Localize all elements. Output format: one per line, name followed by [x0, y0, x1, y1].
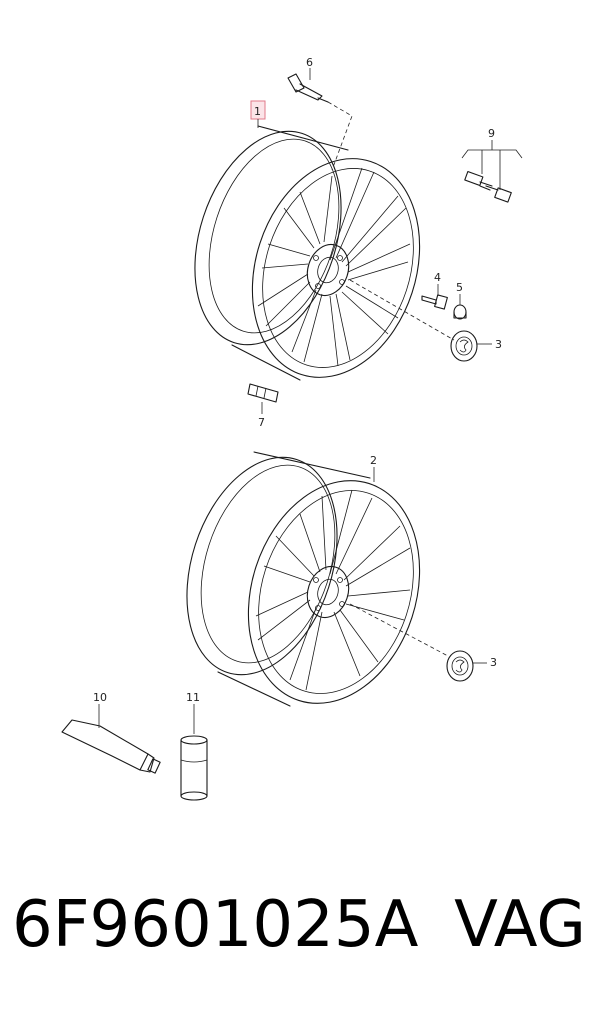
callout-2: 2	[370, 454, 377, 467]
clip-7[interactable]	[247, 383, 279, 403]
wheel-1[interactable]	[169, 112, 446, 399]
callout-9: 9	[488, 127, 495, 140]
caption-row: 6F9601025A VAG	[0, 888, 600, 988]
cap-5[interactable]	[453, 304, 467, 320]
callout-10: 10	[93, 691, 107, 704]
callout-6: 6	[306, 56, 313, 69]
valve-6[interactable]	[287, 73, 329, 103]
bolt-4[interactable]	[421, 294, 448, 310]
callout-11: 11	[186, 691, 200, 704]
callout-7: 7	[258, 416, 265, 429]
callout-3b: 3	[490, 656, 497, 669]
bolt-9b[interactable]	[485, 185, 512, 203]
tube-10[interactable]	[61, 719, 161, 774]
center-cap-3b[interactable]	[446, 650, 474, 682]
brand-name: VAG	[454, 888, 586, 962]
bolt-9a[interactable]	[464, 170, 493, 191]
can-11[interactable]	[180, 735, 208, 801]
callout-3a: 3	[495, 338, 502, 351]
callout-5: 5	[456, 281, 463, 294]
center-cap-3a[interactable]	[450, 330, 478, 362]
callout-1: 1	[254, 105, 261, 118]
callout-4: 4	[434, 271, 441, 284]
part-number: 6F9601025A	[12, 888, 419, 962]
wheel-2[interactable]	[161, 438, 447, 726]
